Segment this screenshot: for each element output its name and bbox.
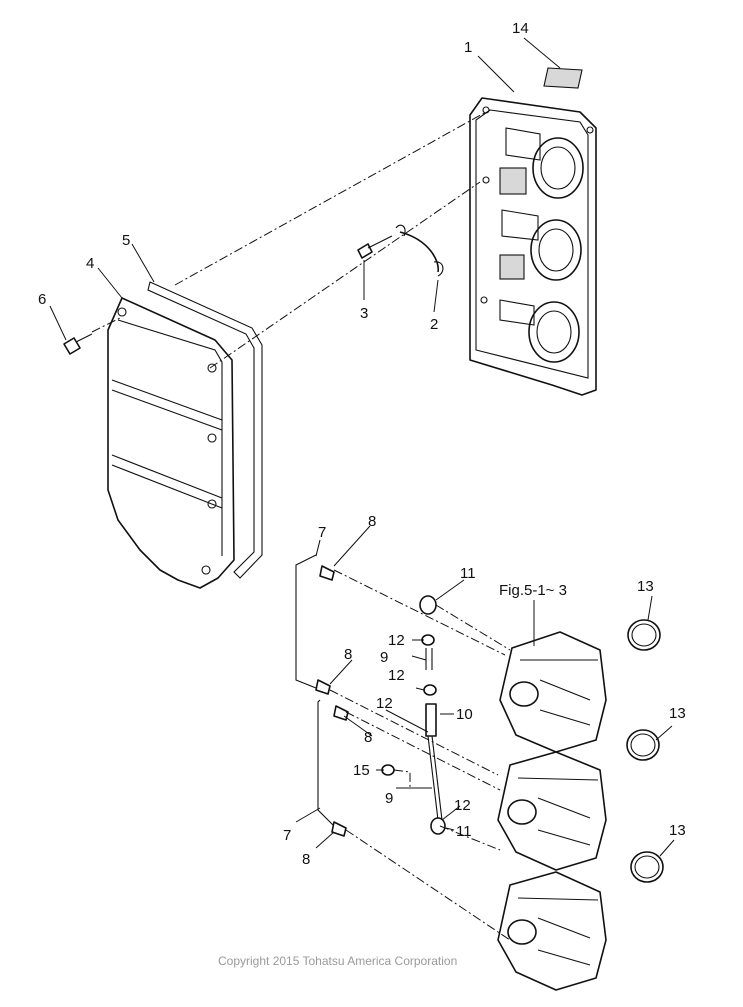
callout-8-bottom: 8 [302,851,310,868]
gasket-part [147,281,263,579]
callout-labels: 1 14 5 4 6 3 2 7 8 11 Fig.5-1~ 3 13 12 9… [38,20,686,868]
callout-4: 4 [86,255,94,272]
bolt-part [357,235,393,259]
clip-part [395,224,444,277]
callout-15: 15 [353,762,370,779]
callout-8-middle: 8 [344,646,352,663]
copyright-notice: Copyright 2015 Tohatsu America Corporati… [218,954,457,968]
callout-8-top: 8 [368,513,376,530]
callout-13-top: 13 [637,578,654,595]
carburetor-top [499,631,607,753]
carburetor-middle [497,751,607,871]
callout-1: 1 [464,39,472,56]
callout-6: 6 [38,291,46,308]
link-rod-assembly [381,595,446,835]
reference-figure-label: Fig.5-1~ 3 [499,582,567,599]
callout-8-lower: 8 [364,729,372,746]
callout-11-top: 11 [460,565,476,582]
callout-12-c: 12 [376,695,393,712]
leader-lines [49,37,675,857]
linkage-rods [295,554,335,827]
callout-5: 5 [122,232,130,249]
intake-manifold-plate [469,97,597,396]
callout-7-bottom: 7 [283,827,291,844]
callout-13-middle: 13 [669,705,686,722]
callout-12-a: 12 [388,632,405,649]
exploded-view-lines [91,111,511,941]
callout-12-b: 12 [388,667,405,684]
callout-11-bottom: 11 [456,823,472,840]
callout-12-d: 12 [454,797,471,814]
o-rings [626,619,664,883]
callout-10: 10 [456,706,473,723]
callout-14: 14 [512,20,529,37]
callout-9-a: 9 [380,649,388,666]
callout-9-b: 9 [385,790,393,807]
silencer-cover [107,297,235,589]
callout-3: 3 [360,305,368,322]
callout-2: 2 [430,316,438,333]
label-sticker [543,67,583,89]
callout-13-bottom: 13 [669,822,686,839]
lever-clips [315,565,349,837]
callout-7-top: 7 [318,524,326,541]
screw-part [63,333,93,355]
carburetor-bottom [497,871,607,991]
